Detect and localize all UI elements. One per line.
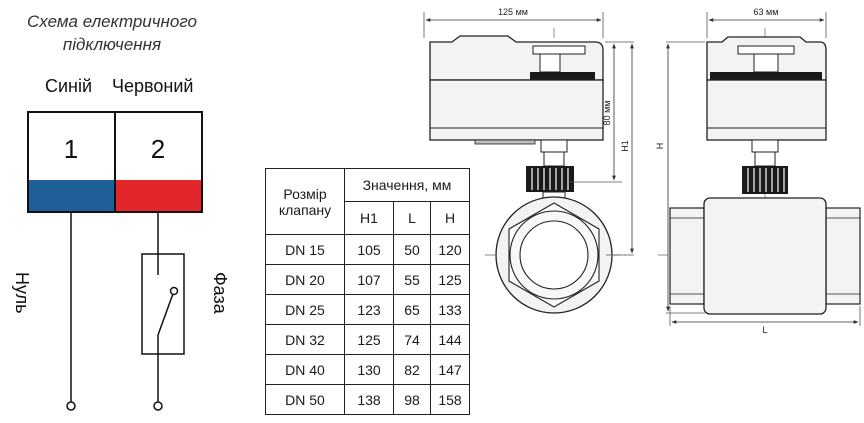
terminal-1-blue-band: [29, 180, 114, 211]
switch-contact: [169, 286, 179, 296]
cell-h: 125: [430, 264, 470, 295]
dim-actuator-height-label: 80 мм: [602, 101, 612, 126]
cell-size: DN 20: [265, 264, 345, 295]
terminal-1-number: 1: [64, 134, 78, 164]
cell-h1: 138: [344, 384, 394, 415]
valve-stem: [543, 151, 565, 167]
subheader-h: H: [430, 201, 470, 235]
side-stem-nut-ribs: [747, 168, 785, 192]
valve-front-view: 125 мм 80 мм H1: [423, 7, 634, 314]
cell-size: DN 50: [265, 384, 345, 415]
switch-box: [141, 253, 185, 355]
side-dim-h-label: H: [655, 143, 665, 150]
table-subheader-row: H1 L H: [266, 201, 470, 235]
phase-label: Фаза: [210, 272, 230, 315]
cell-h: 158: [430, 384, 470, 415]
cell-h1: 130: [344, 354, 394, 385]
cell-h: 133: [430, 294, 470, 325]
header-valve-size-line1: Розмір: [283, 185, 327, 202]
side-right-port: [825, 207, 861, 305]
header-valve-size-line2: клапану: [278, 201, 332, 218]
header-values: Значення, мм: [344, 168, 470, 202]
actuator-body: [429, 79, 604, 141]
stem-nut-ribs: [531, 168, 569, 190]
table-header-row: Розмір клапану Значення, мм: [265, 168, 470, 235]
wiring-title: Схема електричного підключення: [0, 10, 224, 56]
cell-l: 98: [393, 384, 431, 415]
side-dim-l-label: L: [762, 325, 767, 335]
neutral-label: Нуль: [12, 272, 32, 313]
valve-bore: [519, 220, 589, 290]
wiring-title-line2: підключення: [62, 35, 162, 54]
side-valve-stem-neck: [751, 139, 779, 153]
side-actuator-dark-band: [710, 72, 822, 80]
side-dim-width-label: 63 мм: [754, 7, 779, 17]
table-row: DN 50 138 98 158: [265, 384, 470, 415]
cell-size: DN 32: [265, 324, 345, 355]
dimensions-table: Розмір клапану Значення, мм H1 L H DN 15…: [265, 168, 470, 415]
header-valve-size: Розмір клапану: [265, 168, 345, 235]
actuator-knob-stem: [539, 53, 561, 73]
cell-size: DN 15: [265, 234, 345, 265]
actuator-base-rib: [474, 139, 536, 145]
wiring-title-line1: Схема електричного: [27, 12, 197, 31]
cell-size: DN 25: [265, 294, 345, 325]
table-row: DN 20 107 55 125: [265, 264, 470, 295]
cell-h: 147: [430, 354, 470, 385]
actuator-knob-top: [532, 45, 586, 55]
cell-h: 120: [430, 234, 470, 265]
subheader-l: L: [393, 201, 431, 235]
dim-width-label: 125 мм: [498, 7, 528, 17]
side-left-port: [669, 207, 705, 305]
phase-terminal-circle: [153, 401, 163, 411]
terminal-2-red-band: [116, 180, 201, 211]
cell-h1: 123: [344, 294, 394, 325]
cell-l: 65: [393, 294, 431, 325]
cell-l: 82: [393, 354, 431, 385]
side-valve-stem: [754, 151, 776, 167]
valve-stem-neck: [540, 139, 568, 153]
cell-h1: 125: [344, 324, 394, 355]
cell-size: DN 40: [265, 354, 345, 385]
side-stem-nut-knurled: [742, 166, 788, 194]
red-wire-label: Червоний: [112, 76, 194, 96]
wiring-diagram: 1 2 Нуль Фаза: [12, 111, 230, 411]
valve-side-view: 63 мм H L: [655, 7, 861, 335]
side-valve-body: [703, 197, 827, 315]
side-actuator-body: [706, 79, 827, 141]
terminal-2-number: 2: [151, 134, 165, 164]
subheader-h1: H1: [344, 201, 394, 235]
switch-lever: [157, 290, 175, 336]
side-actuator-knob-top: [737, 45, 795, 55]
neutral-terminal-circle: [66, 401, 76, 411]
table-row: DN 15 105 50 120: [265, 234, 470, 265]
cell-h1: 105: [344, 234, 394, 265]
table-row: DN 40 130 82 147: [265, 354, 470, 385]
table-row: DN 25 123 65 133: [265, 294, 470, 325]
cell-h1: 107: [344, 264, 394, 295]
dim-h1-label: H1: [620, 140, 630, 152]
side-actuator-knob-stem: [753, 53, 779, 73]
blue-wire-label: Синій: [45, 76, 93, 96]
actuator-dark-band: [530, 72, 595, 80]
